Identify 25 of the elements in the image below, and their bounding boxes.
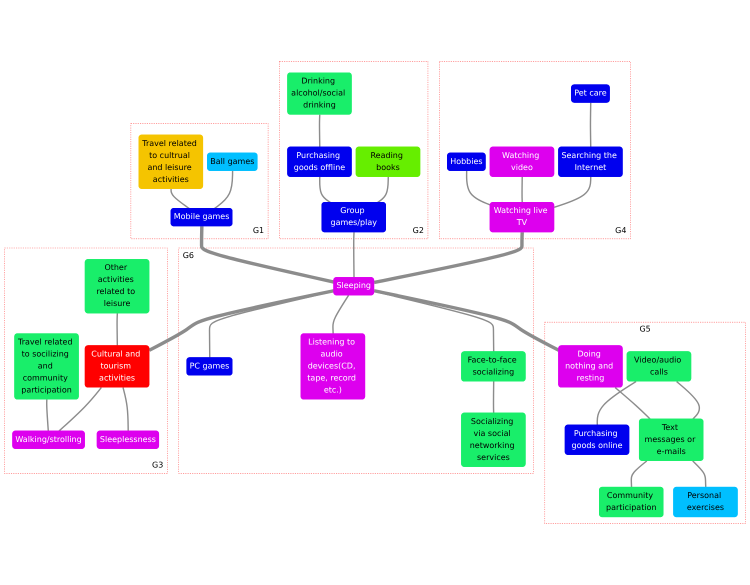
connector (332, 294, 350, 334)
connector (596, 380, 636, 426)
connector (353, 232, 355, 278)
connector (590, 102, 592, 148)
connector (214, 170, 234, 210)
connector (374, 232, 524, 284)
connector (692, 460, 706, 488)
connector (492, 382, 494, 414)
connector (200, 226, 334, 284)
connector (58, 387, 102, 432)
connector (614, 387, 651, 420)
connector (466, 170, 491, 206)
connector (377, 176, 389, 204)
connector (122, 387, 129, 432)
connector (116, 313, 118, 346)
connector (554, 176, 592, 208)
connector (148, 289, 334, 352)
connector (46, 400, 50, 432)
connector (318, 176, 331, 204)
connector (676, 381, 700, 420)
connector (170, 188, 190, 210)
connector (630, 460, 648, 488)
connector (318, 114, 320, 148)
connector (521, 176, 523, 203)
connector (374, 289, 560, 352)
